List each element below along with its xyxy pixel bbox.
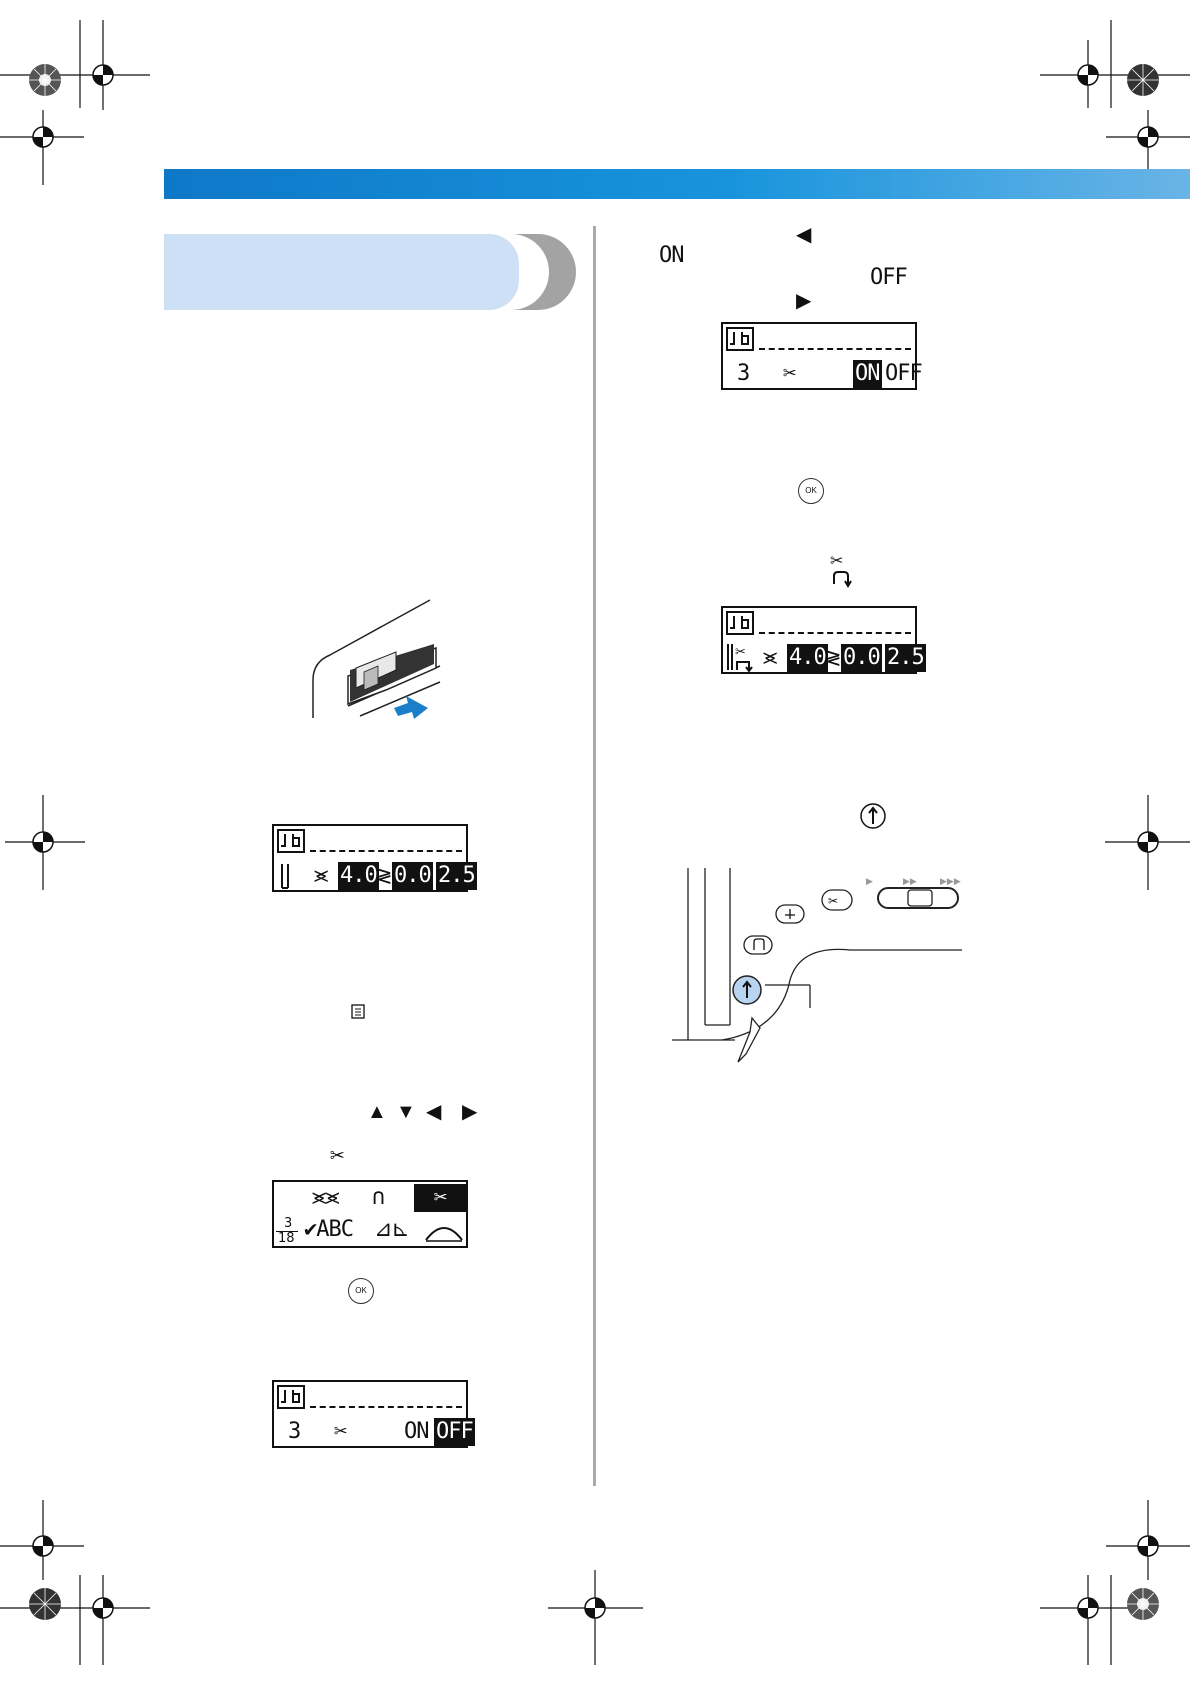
width-icon: ⪤ (763, 645, 777, 670)
lcd-screen-cutter-off: 3 ✂ ON OFF (272, 1380, 475, 1448)
presser-foot-icon (277, 829, 305, 853)
scissors-icon: ✂ (330, 1141, 345, 1169)
page-indicator: 3 18 (276, 1216, 298, 1246)
ok-button-icon: OK (798, 478, 824, 504)
section-tab (164, 234, 576, 310)
section-tab-blue (164, 234, 519, 310)
ok-button-icon: OK (348, 1278, 374, 1304)
arrow-up-icon: ▲ (367, 1101, 387, 1123)
width-menu-icon: ⪤⪤ (312, 1185, 340, 1210)
swing-value: 0.0 (392, 862, 433, 890)
lcd-screen-cutter-on: 3 ✂ ON OFF (721, 322, 923, 390)
swing-value: 0.0 (841, 644, 882, 672)
arrow-right-icon: ▶ (462, 1101, 478, 1123)
tension-dial-icon (425, 1227, 463, 1242)
on-option-selected: ON (853, 360, 882, 388)
lcd-screen-default: ⪤ 4.0 ≷ 0.0 ⋮ 2.5 (272, 824, 477, 892)
lcd-screen-menu: ⪤⪤ ∩ ✂ 3 18 ✔ABC ⊿⊾ (272, 1180, 468, 1248)
header-bar (164, 169, 1190, 199)
presser-foot-icon (726, 327, 754, 351)
mirror-icon: ⊿⊾ (374, 1217, 410, 1242)
swing-icon: ≷ (827, 645, 840, 670)
reverse-menu-icon: ∩ (372, 1185, 385, 1210)
off-option-selected: OFF (434, 1418, 475, 1446)
on-inline-label: ON (659, 243, 684, 268)
page-total: 18 (278, 1231, 295, 1246)
scissors-menu-icon: ✂ (414, 1184, 466, 1212)
arrow-left-icon: ◀ (796, 224, 812, 246)
setting-number: 3 (288, 1419, 301, 1444)
arrow-left-icon: ◀ (426, 1101, 442, 1123)
scissors-icon: ✂ (783, 361, 796, 386)
abc-check-label: ✔ABC (304, 1217, 354, 1242)
needle-icon (281, 864, 289, 889)
width-value: 4.0 (787, 644, 828, 672)
presser-foot-icon (277, 1385, 305, 1409)
swing-icon: ≷ (378, 863, 391, 888)
arrow-right-icon: ▶ (796, 290, 812, 312)
off-inline-label: OFF (870, 265, 908, 290)
needle-cutter-icon: ✂ (727, 644, 753, 672)
setting-number: 3 (737, 361, 750, 386)
scissors-icon: ✂ (334, 1419, 347, 1444)
arrow-down-icon: ▼ (396, 1101, 416, 1123)
length-value: 2.5 (885, 644, 926, 672)
on-option: ON (404, 1419, 429, 1444)
column-divider (593, 226, 596, 1486)
lcd-screen-cutter-active: ✂ ⪤ 4.0 ≷ 0.0 ⋮ 2.5 (721, 606, 926, 674)
length-value: 2.5 (436, 862, 477, 890)
width-value: 4.0 (338, 862, 379, 890)
page-number: 3 (284, 1216, 293, 1231)
presser-foot-icon (726, 611, 754, 635)
width-icon: ⪤ (314, 863, 328, 888)
svg-text:✂: ✂ (735, 645, 746, 660)
off-option: OFF (885, 361, 923, 386)
